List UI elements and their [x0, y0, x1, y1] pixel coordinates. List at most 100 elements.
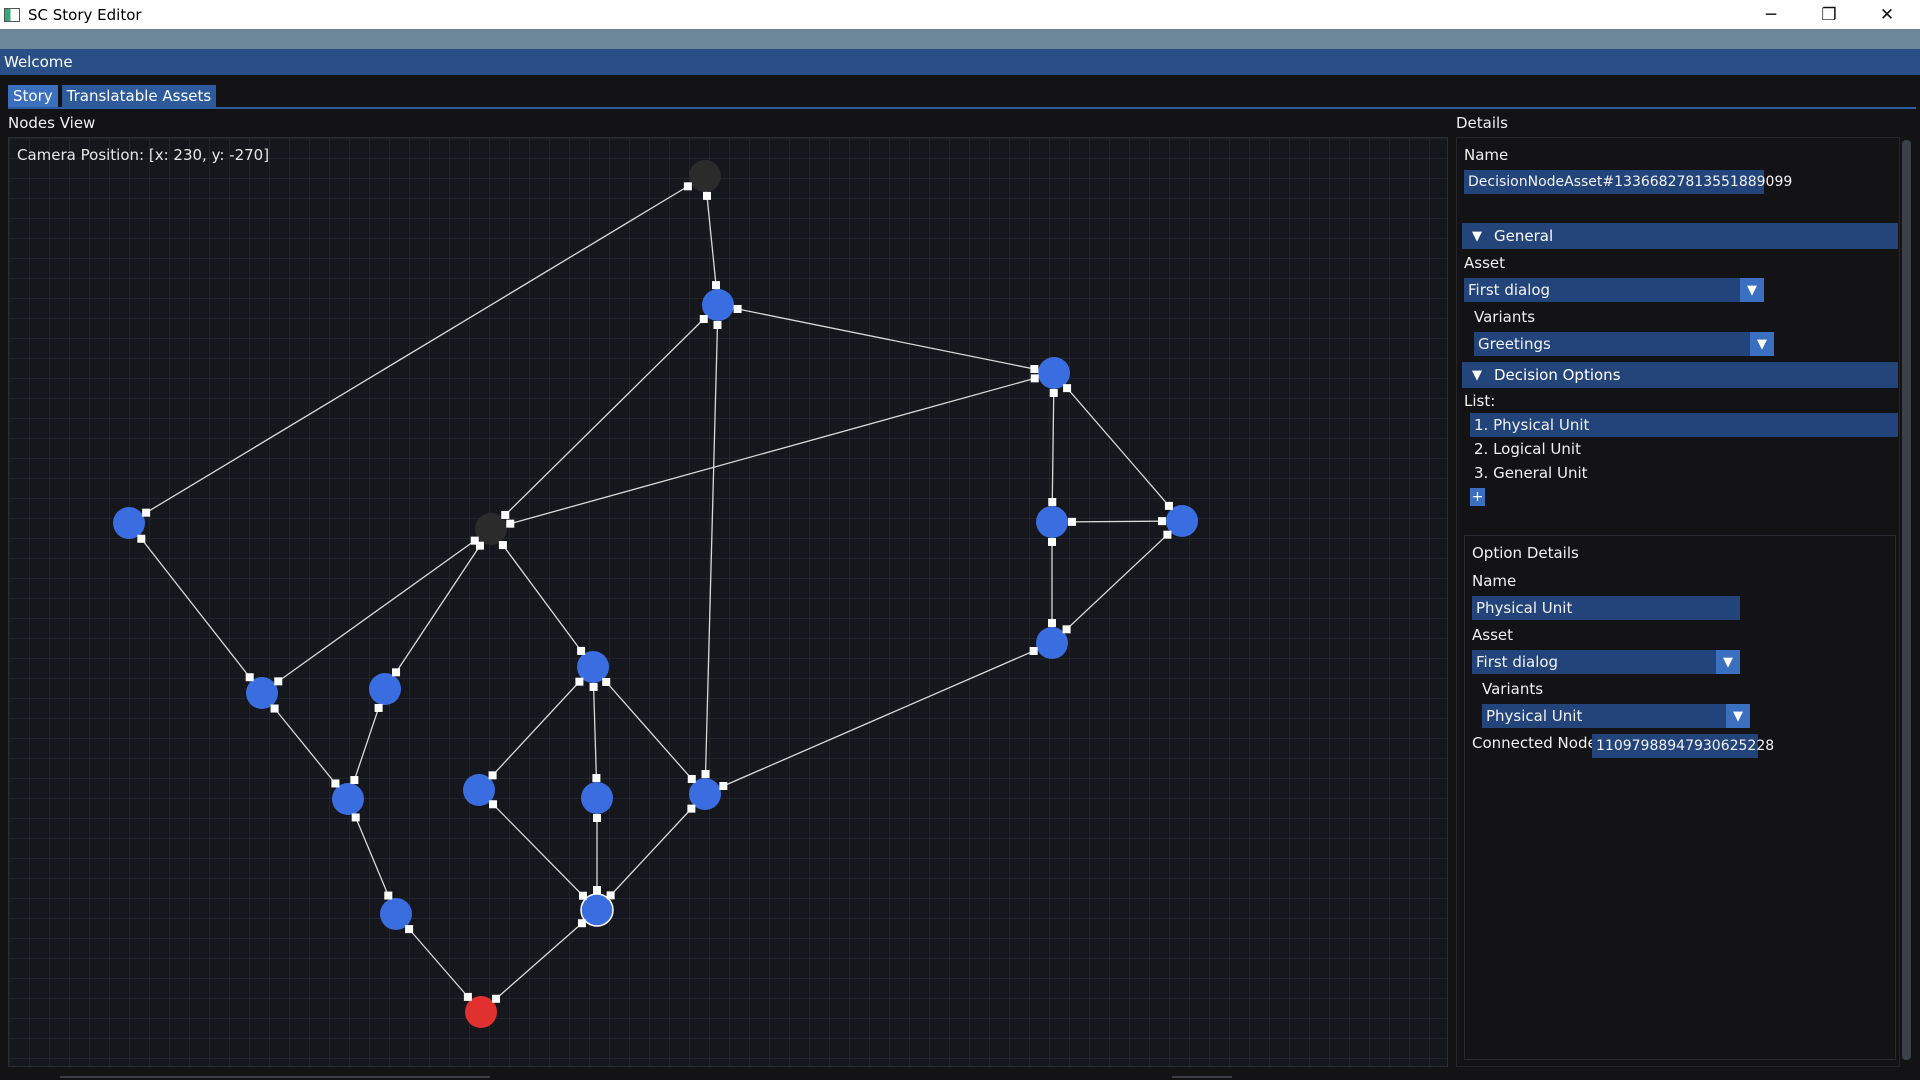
connection-port[interactable] [578, 891, 587, 900]
connection-port[interactable] [713, 320, 722, 329]
connection-port[interactable] [687, 774, 696, 783]
connection-port[interactable] [575, 677, 584, 686]
connection-port[interactable] [701, 770, 710, 779]
list-item[interactable]: 3. General Unit [1474, 464, 1588, 482]
graph-node[interactable] [463, 774, 495, 806]
node-graph[interactable] [9, 138, 1449, 1068]
graph-node[interactable] [1036, 627, 1068, 659]
graph-node[interactable] [369, 673, 401, 705]
general-header[interactable]: ▼ General [1462, 223, 1898, 249]
tab-story[interactable]: Story [8, 85, 58, 107]
minimize-icon[interactable]: ─ [1765, 4, 1777, 25]
add-option-button[interactable]: + [1470, 488, 1485, 506]
graph-node[interactable] [332, 783, 364, 815]
connection-port[interactable] [593, 814, 601, 822]
name-field[interactable]: DecisionNodeAsset#13366827813551889099 [1464, 170, 1792, 194]
graph-node[interactable] [689, 778, 721, 810]
decision-options-header[interactable]: ▼ Decision Options [1462, 362, 1898, 388]
connection-port[interactable] [589, 682, 598, 691]
connection-port[interactable] [463, 992, 472, 1001]
graph-node[interactable] [113, 507, 145, 539]
connection-port[interactable] [475, 541, 484, 550]
connection-port[interactable] [1062, 625, 1071, 634]
dropdown-arrow-icon[interactable]: ▼ [1726, 704, 1750, 728]
close-icon[interactable]: ✕ [1879, 4, 1895, 25]
horizontal-scrollbar[interactable] [60, 1076, 490, 1078]
connection-port[interactable] [687, 804, 696, 813]
connection-port[interactable] [1163, 530, 1172, 539]
dropdown-arrow-icon[interactable]: ▼ [1716, 650, 1740, 674]
details-scrollbar-thumb[interactable] [1902, 140, 1911, 1060]
list-item[interactable]: 1. Physical Unit [1470, 413, 1898, 437]
option-variants-dropdown[interactable]: Physical Unit ▼ [1482, 704, 1750, 728]
connection-port[interactable] [1049, 388, 1058, 397]
asset-dropdown[interactable]: First dialog ▼ [1464, 278, 1764, 302]
connection-port[interactable] [1048, 619, 1056, 627]
connection-port[interactable] [703, 191, 712, 200]
graph-node[interactable] [380, 898, 412, 930]
connection-port[interactable] [384, 891, 393, 900]
connection-port[interactable] [405, 925, 414, 934]
list-item[interactable]: 2. Logical Unit [1474, 440, 1581, 458]
asset-label: Asset [1464, 254, 1506, 272]
connection-port[interactable] [274, 677, 283, 686]
connection-port[interactable] [1158, 517, 1167, 526]
connection-port[interactable] [577, 646, 586, 655]
connection-port[interactable] [1030, 365, 1039, 374]
connection-port[interactable] [489, 800, 498, 809]
graph-node[interactable] [1166, 505, 1198, 537]
nodes-view-canvas[interactable]: Camera Position: [x: 230, y: -270] [8, 137, 1448, 1067]
option-name-field[interactable]: Physical Unit [1472, 596, 1740, 620]
connection-port[interactable] [270, 704, 279, 713]
connection-port[interactable] [506, 519, 515, 528]
graph-node-start[interactable] [465, 996, 497, 1028]
connection-port[interactable] [374, 703, 383, 712]
connection-port[interactable] [331, 779, 340, 788]
graph-node[interactable] [702, 289, 734, 321]
connection-port[interactable] [501, 510, 510, 519]
tab-translatable-assets[interactable]: Translatable Assets [61, 85, 217, 107]
connection-port[interactable] [1048, 538, 1056, 546]
connection-port[interactable] [592, 774, 601, 783]
connection-port[interactable] [492, 994, 501, 1003]
connection-port[interactable] [733, 304, 742, 313]
connection-port[interactable] [602, 678, 611, 687]
graph-node[interactable] [246, 677, 278, 709]
connection-port[interactable] [1164, 501, 1173, 510]
restore-icon[interactable]: ❐ [1821, 4, 1837, 25]
connection-port[interactable] [245, 673, 254, 682]
connection-port[interactable] [137, 534, 146, 543]
graph-node-inactive[interactable] [475, 513, 507, 545]
dropdown-arrow-icon[interactable]: ▼ [1740, 278, 1764, 302]
connection-port[interactable] [470, 536, 479, 545]
connection-port[interactable] [498, 541, 507, 550]
dropdown-arrow-icon[interactable]: ▼ [1750, 332, 1774, 356]
connection-port[interactable] [1029, 646, 1038, 655]
connection-port[interactable] [1048, 498, 1057, 507]
details-scrollbar[interactable] [1902, 140, 1911, 1060]
connection-port[interactable] [711, 281, 720, 290]
graph-node[interactable] [1036, 506, 1068, 538]
variants-dropdown[interactable]: Greetings ▼ [1474, 332, 1774, 356]
connection-port[interactable] [606, 891, 615, 900]
connection-port[interactable] [577, 919, 586, 928]
connection-port[interactable] [683, 182, 692, 191]
graph-node[interactable] [577, 651, 609, 683]
connection-port[interactable] [699, 315, 708, 324]
connection-port[interactable] [392, 668, 401, 677]
connection-port[interactable] [142, 508, 151, 517]
variants-label: Variants [1474, 308, 1536, 326]
option-asset-dropdown[interactable]: First dialog ▼ [1472, 650, 1740, 674]
connection-port[interactable] [488, 771, 497, 780]
connection-port[interactable] [351, 813, 360, 822]
connection-port[interactable] [350, 776, 359, 785]
connection-port[interactable] [719, 782, 728, 791]
connection-port[interactable] [1067, 517, 1076, 526]
graph-node-inactive[interactable] [689, 160, 721, 192]
graph-node[interactable] [581, 782, 613, 814]
graph-node[interactable] [1038, 357, 1070, 389]
connection-port[interactable] [1063, 384, 1072, 393]
connection-port[interactable] [593, 886, 601, 894]
connection-port[interactable] [1030, 374, 1039, 383]
connected-node-field[interactable]: 11097988947930625228 [1592, 734, 1774, 758]
